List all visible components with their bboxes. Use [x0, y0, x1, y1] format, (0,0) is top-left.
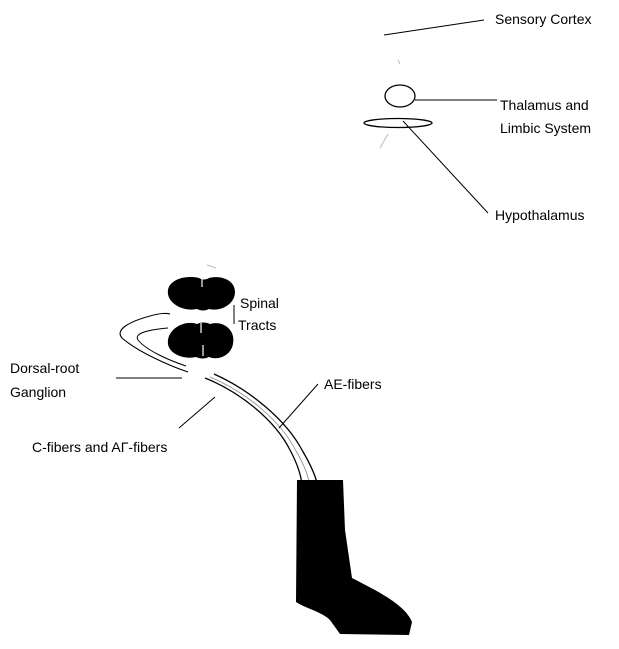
c-fibers-leader-line — [179, 397, 215, 428]
label-thalamus-line1: Thalamus and — [500, 97, 589, 113]
thalamus-shape — [385, 85, 415, 107]
label-ae-fibers: AE-fibers — [324, 376, 382, 392]
hypothalamus-shape — [364, 119, 432, 128]
faint-tick-upper — [207, 265, 216, 268]
label-spinal-line2: Tracts — [238, 317, 276, 333]
label-thalamus-line2: Limbic System — [500, 120, 591, 136]
faint-descending-tick — [380, 134, 388, 148]
label-c-fibers: C-fibers and AΓ-fibers — [32, 439, 167, 455]
label-spinal-line1: Spinal — [240, 295, 279, 311]
label-sensory-cortex: Sensory Cortex — [495, 11, 591, 27]
nerve-bundle-outer-right — [214, 374, 318, 488]
sensory-cortex-leader-line — [384, 20, 484, 35]
nerve-bundle-inner — [210, 377, 310, 488]
hypothalamus-leader-line — [403, 121, 488, 213]
ae-fibers-leader-line — [279, 384, 318, 428]
faint-tick — [398, 60, 400, 64]
nerve-bundle-outer-left — [205, 378, 302, 488]
foot-silhouette — [296, 480, 412, 635]
label-dorsal-line1: Dorsal-root — [10, 360, 79, 376]
label-hypothalamus: Hypothalamus — [495, 207, 585, 223]
label-dorsal-line2: Ganglion — [10, 384, 66, 400]
